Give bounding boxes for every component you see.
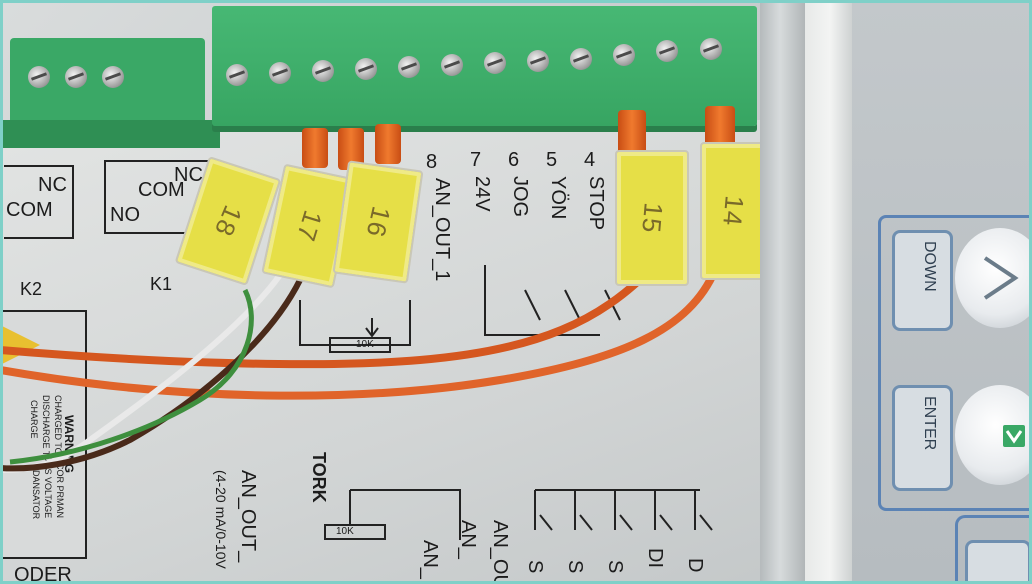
keypad-frame: [878, 215, 1032, 511]
label-com-k1: COM: [138, 179, 185, 201]
enter-button[interactable]: ENTER: [892, 385, 953, 491]
check-icon: [1003, 425, 1025, 447]
enclosure-edge: [760, 0, 810, 584]
screw-terminal: [441, 54, 463, 76]
sleeve-number: 14: [717, 194, 750, 228]
label-k2: K2: [20, 279, 43, 299]
wire-marker-sleeve: 16: [332, 160, 424, 284]
label-6: 6: [508, 149, 520, 171]
screw-terminal: [102, 66, 124, 88]
terminal-block-small-shadow: [0, 120, 220, 148]
sleeve-number: 16: [360, 203, 397, 241]
resistor-label-bottom: 10K: [336, 526, 354, 537]
down-arrow-button[interactable]: [955, 228, 1032, 328]
enter-check-button[interactable]: [955, 385, 1032, 485]
label-com-k2: COM: [6, 199, 53, 221]
relay-k2-box: [4, 165, 74, 239]
enclosure-lip: [805, 0, 855, 584]
sleeve-number: 18: [208, 201, 249, 242]
bottom-left-label: ODER: [14, 564, 72, 584]
screw-terminal: [28, 66, 50, 88]
label-nc-k2: NC: [38, 174, 67, 196]
keypad-frame-lower: [955, 515, 1032, 584]
screw-terminal: [484, 52, 506, 74]
sleeve-number: 15: [636, 201, 669, 235]
screw-terminal: [65, 66, 87, 88]
partial-button[interactable]: [965, 540, 1031, 584]
screw-terminal: [656, 40, 678, 62]
enter-label: ENTER: [921, 396, 938, 451]
resistor-label-top: 10K: [356, 339, 374, 350]
wire-marker-sleeve: 15: [615, 150, 689, 286]
orange-ferrule: [302, 128, 328, 168]
label-8: 8: [426, 151, 438, 173]
down-button[interactable]: DOWN: [892, 230, 953, 331]
screw-terminal: [269, 62, 291, 84]
label-5: 5: [546, 149, 558, 171]
warning-triangle-icon: [0, 325, 40, 365]
label-4: 4: [584, 149, 596, 171]
label-7: 7: [470, 149, 482, 171]
terminal-block-main: [212, 6, 757, 126]
screw-terminal: [700, 38, 722, 60]
label-nc-k1: NC: [174, 164, 203, 186]
screw-terminal: [355, 58, 377, 80]
chevron-down-icon: [983, 256, 1019, 300]
screw-terminal: [570, 48, 592, 70]
screw-terminal: [613, 44, 635, 66]
wire-marker-sleeve: 14: [700, 142, 766, 280]
screw-terminal: [527, 50, 549, 72]
orange-ferrule: [375, 124, 401, 164]
screw-terminal: [312, 60, 334, 82]
down-label: DOWN: [921, 241, 938, 292]
sleeve-number: 17: [290, 206, 329, 246]
label-k1: K1: [150, 274, 173, 294]
screw-terminal: [398, 56, 420, 78]
screw-terminal: [226, 64, 248, 86]
label-no-k1: NO: [110, 204, 140, 226]
